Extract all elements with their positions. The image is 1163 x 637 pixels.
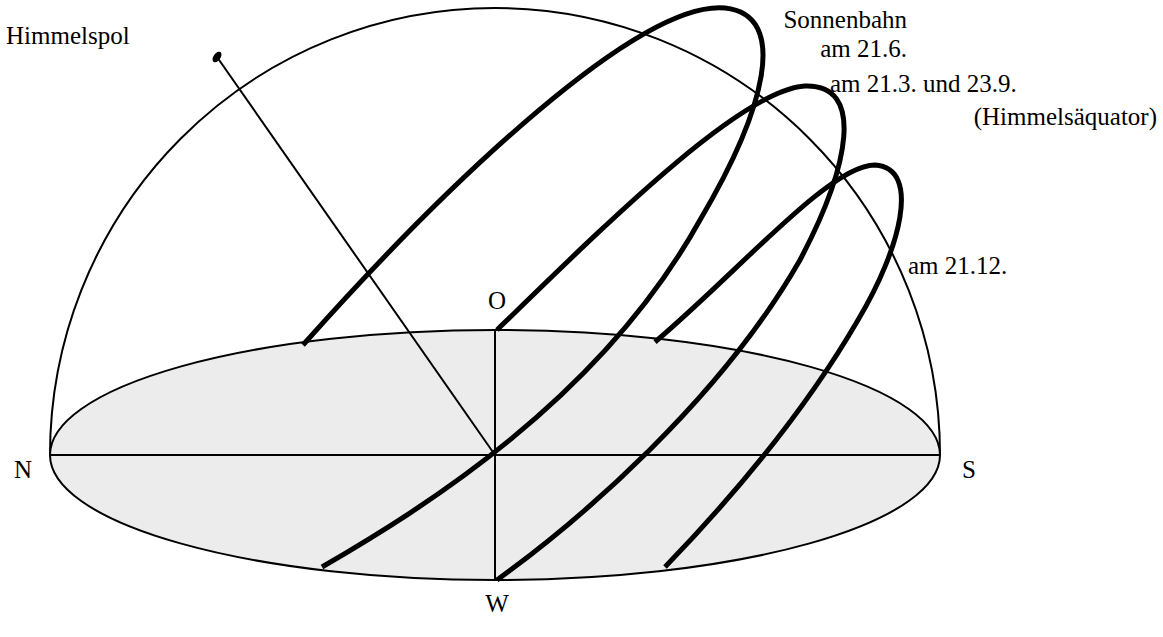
equinox-path-label: am 21.3. und 23.9. [830, 70, 1017, 99]
direction-letter: S [962, 456, 976, 485]
pole-marker [211, 50, 224, 64]
earth-axis-line [217, 57, 495, 455]
sun-path-winter [655, 165, 901, 567]
direction-letter: N [14, 456, 32, 485]
direction-letter: W [485, 590, 509, 619]
sun-path-equinox [497, 86, 844, 580]
direction-letter: O [488, 287, 506, 316]
pole-label: Himmelspol [6, 22, 130, 51]
equator-label: (Himmelsäquator) [974, 103, 1157, 132]
sun-path-summer [303, 8, 763, 567]
summer-path-label: Sonnenbahn am 21.6. [777, 6, 907, 64]
winter-path-label: am 21.12. [908, 252, 1007, 281]
